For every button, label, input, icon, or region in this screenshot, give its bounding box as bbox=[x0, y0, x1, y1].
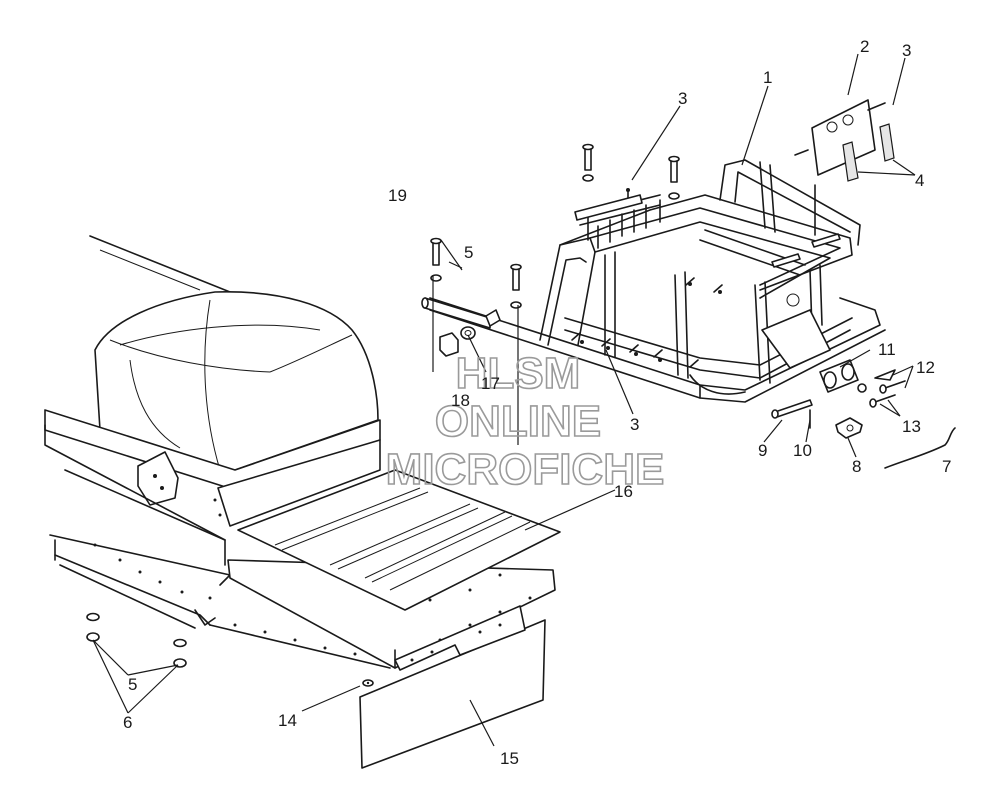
callout-12: 12 bbox=[916, 358, 935, 377]
callout-18: 18 bbox=[451, 391, 470, 410]
snow-flap bbox=[359, 605, 546, 769]
callout-5-upper: 5 bbox=[464, 243, 473, 262]
washers-lower-left bbox=[86, 612, 187, 668]
watermark: HLSM ONLINE MICROFICHE bbox=[385, 348, 665, 495]
callout-3-upper-right: 3 bbox=[902, 41, 911, 60]
callout-14: 14 bbox=[278, 711, 297, 730]
tunnel-body bbox=[44, 235, 396, 669]
flap-fastener bbox=[362, 679, 374, 687]
reflectors bbox=[842, 123, 895, 182]
callout-19: 19 bbox=[388, 186, 407, 205]
rear-plate bbox=[811, 99, 876, 176]
callout-6: 6 bbox=[123, 713, 132, 732]
callout-13: 13 bbox=[902, 417, 921, 436]
watermark-line-1: HLSM bbox=[456, 349, 581, 398]
callout-2: 2 bbox=[860, 37, 869, 56]
callout-7: 7 bbox=[942, 457, 951, 476]
hitch-hardware bbox=[771, 359, 956, 469]
callout-16: 16 bbox=[614, 482, 633, 501]
callout-15: 15 bbox=[500, 749, 519, 768]
callout-1: 1 bbox=[763, 68, 772, 87]
callout-4: 4 bbox=[915, 171, 924, 190]
callout-labels: 1 2 3 3 3 4 5 5 6 7 8 9 10 11 12 13 14 1… bbox=[123, 37, 951, 768]
callout-17: 17 bbox=[481, 374, 500, 393]
callout-5-lower: 5 bbox=[128, 675, 137, 694]
callout-3-middle: 3 bbox=[630, 415, 639, 434]
callout-9: 9 bbox=[758, 441, 767, 460]
rack-bolts bbox=[571, 143, 723, 368]
callout-8: 8 bbox=[852, 457, 861, 476]
callout-3-upper: 3 bbox=[678, 89, 687, 108]
tunnel-plate bbox=[237, 469, 561, 611]
watermark-line-2: ONLINE bbox=[435, 397, 601, 446]
screws-upper-right bbox=[794, 102, 886, 156]
watermark-line-3: MICROFICHE bbox=[386, 445, 665, 494]
callout-10: 10 bbox=[793, 441, 812, 460]
callout-11: 11 bbox=[878, 340, 896, 359]
front-crossbar-hardware bbox=[421, 194, 643, 357]
leader-lines bbox=[92, 53, 916, 747]
